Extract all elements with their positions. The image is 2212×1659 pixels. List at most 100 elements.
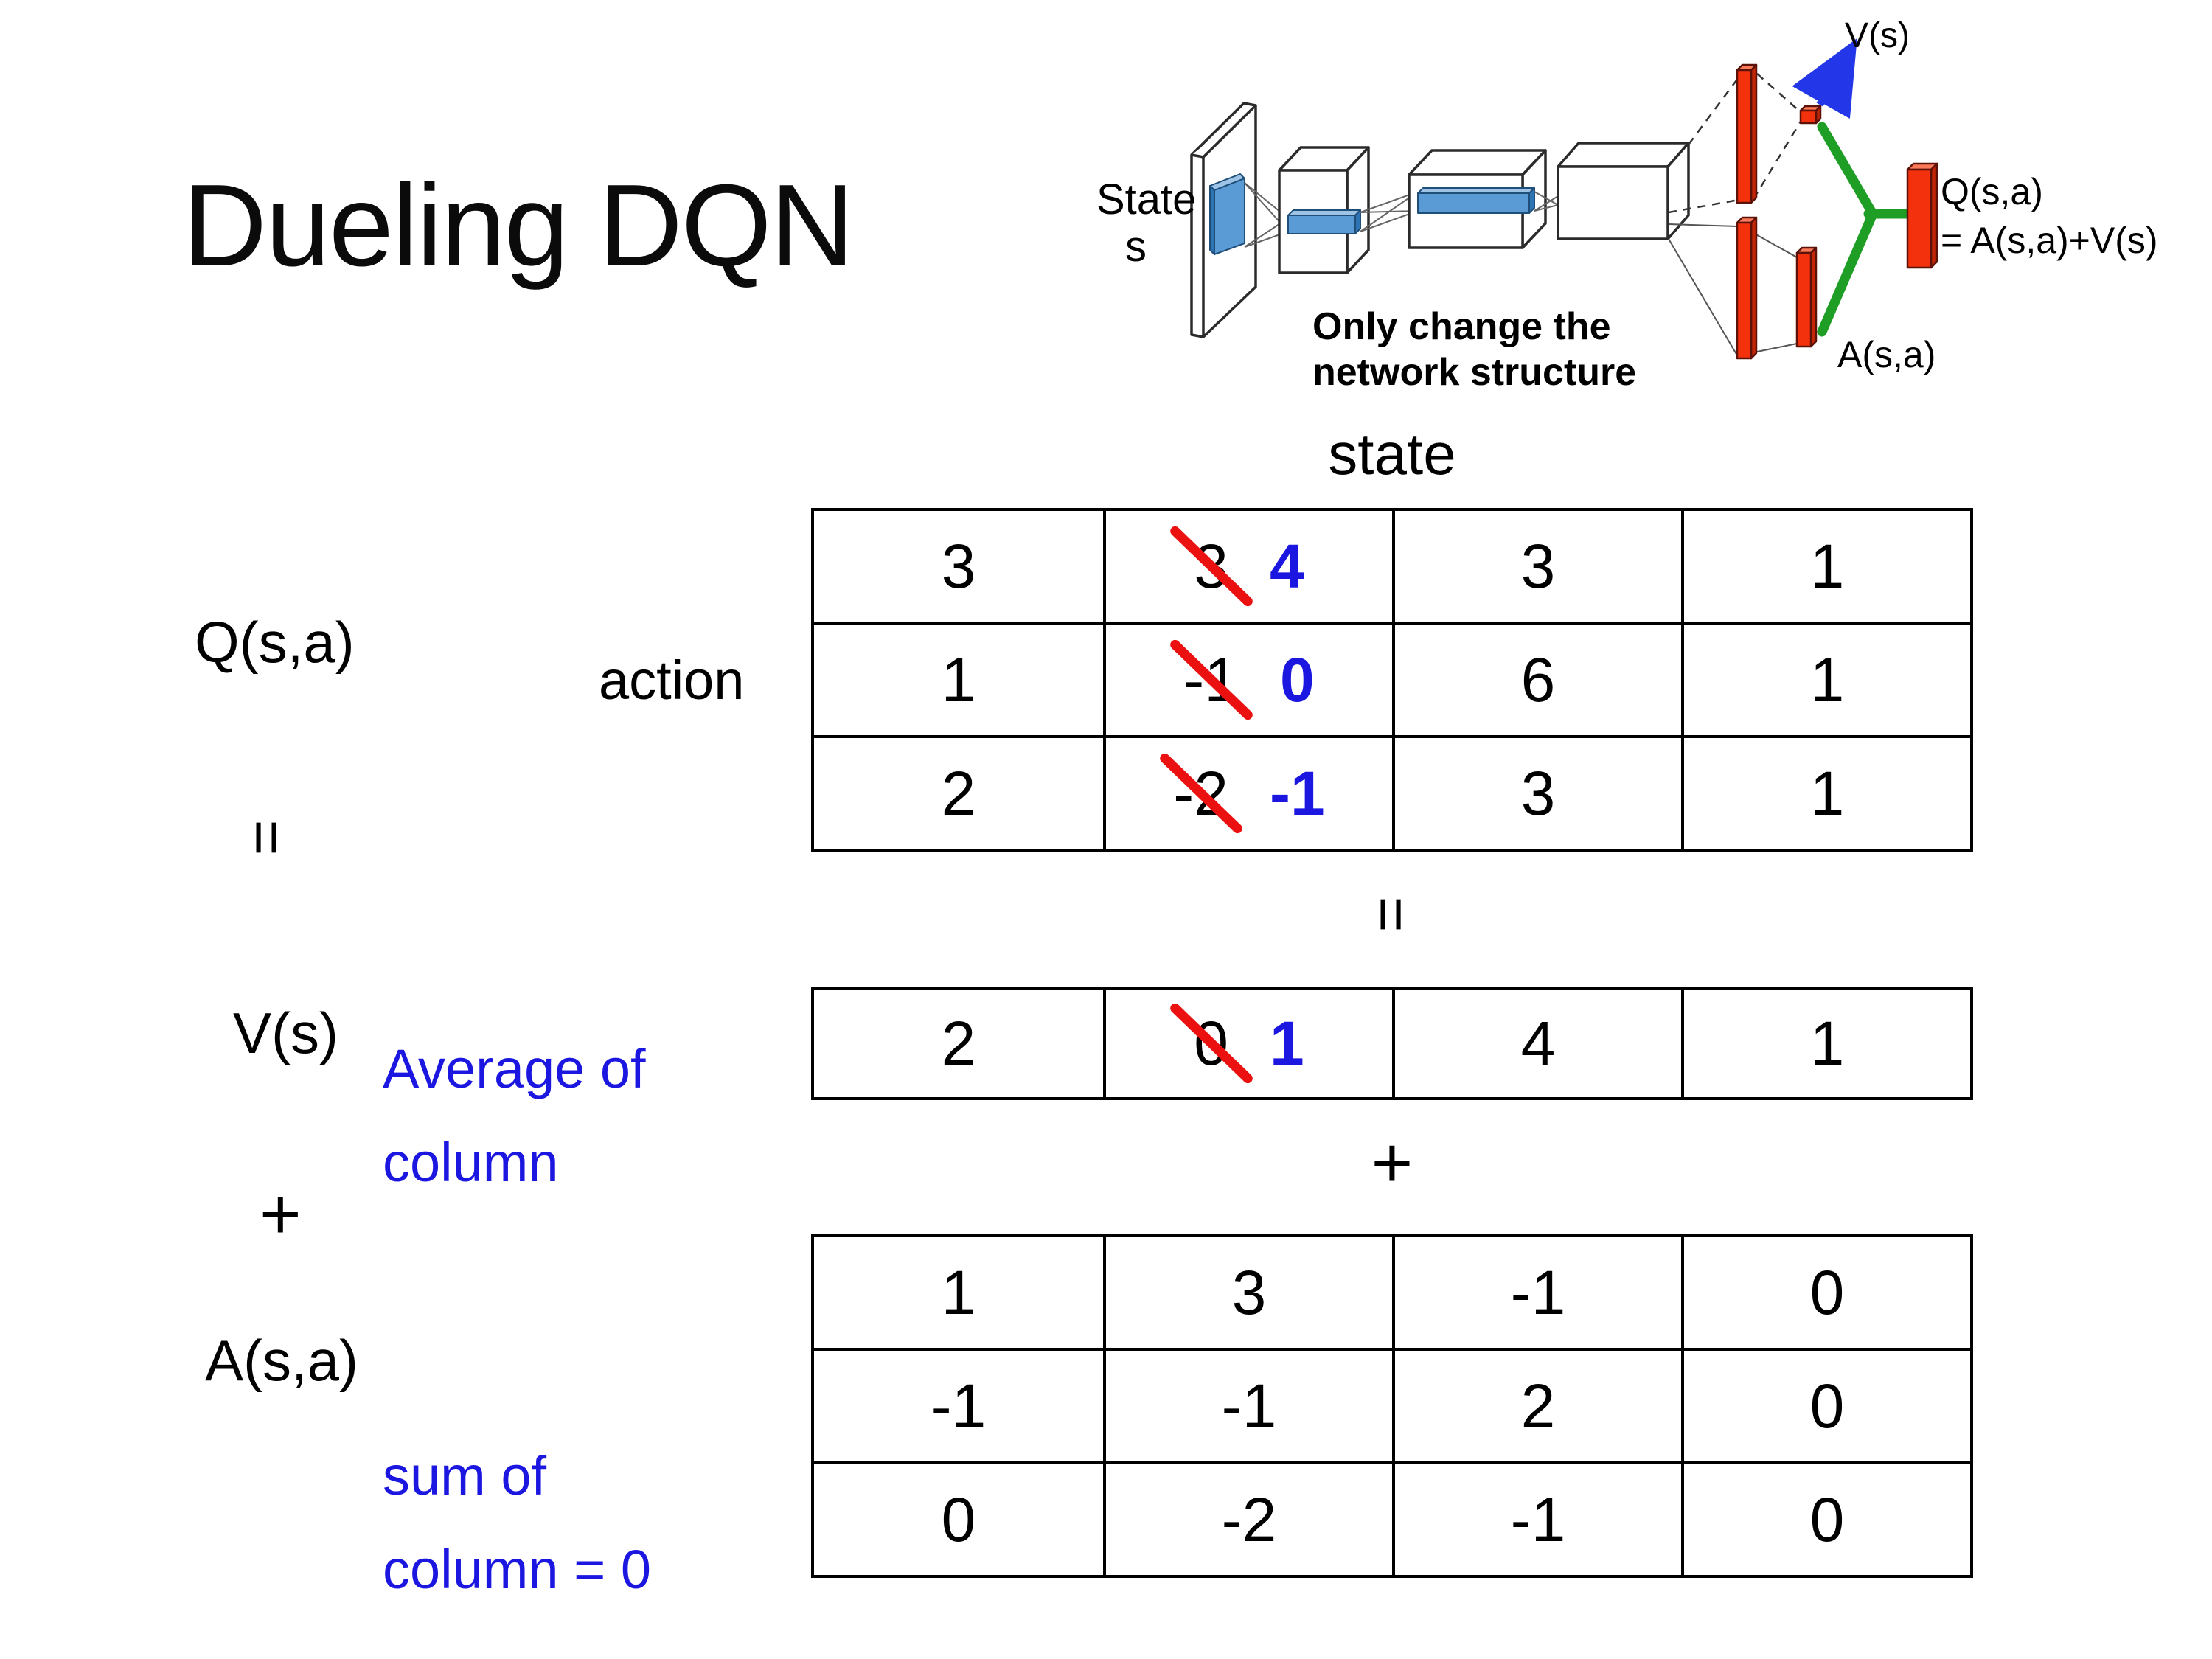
cell-value: 1 [1809,1009,1845,1078]
q-table-cell: 1 [1681,622,1970,735]
cell-value: -2 [1221,1485,1277,1554]
cell-value: 1 [1809,759,1845,828]
cell-value: -1 [1168,638,1255,722]
equals-sign-middle: = [811,883,1973,945]
strike-line [1168,638,1255,722]
cell-value: 2 [1520,1371,1556,1441]
cell-value: 1 [941,645,976,714]
q-table-cell: -1 0 [1103,622,1392,735]
replacement-value: -1 [1270,759,1325,828]
value-arrow [1792,38,1857,119]
a-table-cell: 2 [1392,1348,1681,1461]
cell-value: 0 [1809,1485,1845,1554]
cell-value: 4 [1520,1009,1556,1078]
feature-bar-1 [1287,209,1361,234]
page-title: Dueling DQN [183,161,855,291]
q-table-cell: 6 [1392,622,1681,735]
equals-sign-left: = [233,807,302,869]
sum-note-line1: sum of [383,1445,547,1506]
replacement-value: 4 [1270,532,1304,601]
cell-value: 3 [941,532,976,601]
cell-value: 6 [1520,645,1556,714]
diagram-state-label: State [1096,175,1196,223]
a-table-cell: 0 [1681,1348,1970,1461]
conv-filter-tile [1209,173,1245,255]
v-table-cell: 4 [1392,990,1681,1097]
q-table-cell: 1 [1681,511,1970,622]
v-table-cell: 2 [814,990,1103,1097]
a-table-cell: 0 [1681,1461,1970,1575]
cell-value: -1 [1510,1258,1566,1327]
conv-funnel-3 [1534,191,1559,212]
cell-value: 0 [1809,1258,1845,1327]
q-output-bar [1906,162,1938,269]
a-table-cell: 3 [1103,1237,1392,1348]
cell-value: 1 [1809,532,1845,601]
a-table-cell: -2 [1103,1461,1392,1575]
sum-note-line2: column = 0 [383,1539,652,1601]
advantage-hidden-bar [1736,216,1758,360]
a-table-cell: -1 [1392,1461,1681,1575]
v-table-cell: 1 [1681,990,1970,1097]
plus-sign-left: + [260,1174,302,1254]
diagram-v-output-label: V(s) [1845,16,1910,55]
cell-value: 3 [1231,1258,1267,1327]
cell-value: 0 [941,1485,976,1554]
action-axis-label: action [599,650,745,711]
value-hidden-bar [1736,63,1758,204]
average-of-column-note: Average of column [383,1022,646,1210]
cell-value: 0 [1809,1371,1845,1441]
advantage-output-bar [1795,246,1818,348]
q-table-cell: 3 [1392,511,1681,622]
q-table-cell: 3 [1392,735,1681,849]
average-note-line2: column [383,1132,559,1194]
merge-branch-green [1817,122,1913,337]
equals-glyph: = [1357,896,1427,933]
conv-box-3 [1557,142,1690,240]
a-table-cell: 1 [814,1237,1103,1348]
advantage-function-label: A(s,a) [205,1328,359,1393]
strike-line [1168,1001,1255,1085]
strike-line [1158,751,1245,835]
equals-glyph: = [232,819,302,856]
q-function-label: Q(s,a) [195,610,355,675]
state-axis-label: state [1328,421,1456,487]
average-note-line1: Average of [383,1038,646,1099]
a-table-cell: 0 [814,1461,1103,1575]
q-table-cell: 3 [814,511,1103,622]
diagram-note-line2: network structure [1312,351,1636,394]
cell-value: -1 [1510,1485,1566,1554]
cell-value: 2 [941,1009,976,1078]
cell-value: 3 [1168,524,1255,608]
advantage-stream-lines [1668,223,1798,356]
diagram-state-s-label: s [1125,223,1147,271]
replacement-value: 0 [1279,645,1315,714]
cell-value: 2 [941,759,976,828]
diagram-q-formula: = A(s,a)+V(s) [1941,220,2158,261]
diagram-note-line1: Only change the [1312,305,1611,348]
strike-line [1168,524,1255,608]
cell-value: 1 [1809,645,1845,714]
cell-value: 3 [1520,532,1556,601]
a-table-cell: 0 [1681,1237,1970,1348]
cell-value: -1 [1221,1371,1277,1441]
a-table-cell: -1 [814,1348,1103,1461]
cell-value: -1 [931,1371,987,1441]
a-table-cell: -1 [1103,1348,1392,1461]
feature-bar-2 [1417,187,1535,214]
q-table-cell: 1 [814,622,1103,735]
q-table-cell: -2-1 [1103,735,1392,849]
diagram-a-output-label: A(s,a) [1837,334,1935,375]
dueling-network-diagram: State s Only change the network structur… [1096,16,2158,394]
cell-value: 0 [1168,1001,1255,1085]
q-table-cell: 2 [814,735,1103,849]
advantage-table: 1 3 -1 0 -1 -1 2 0 0 -2 -1 0 [811,1234,1973,1578]
sum-of-column-note: sum of column = 0 [383,1429,651,1617]
cell-value: 1 [941,1258,976,1327]
replacement-value: 1 [1270,1009,1304,1078]
